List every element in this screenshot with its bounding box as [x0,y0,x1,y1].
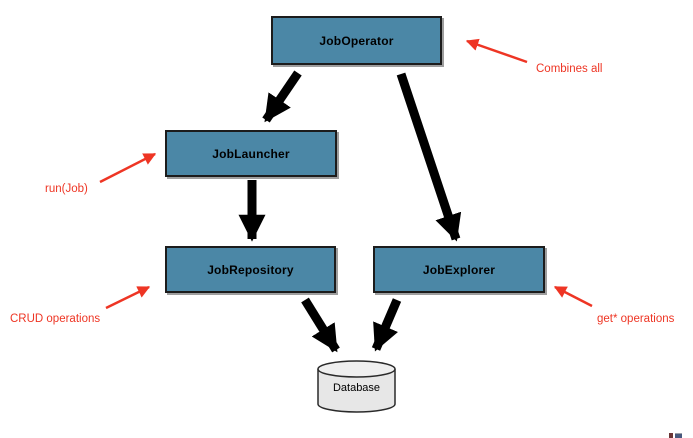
annotation-combines-all-label: Combines all [536,63,603,75]
annotation-run-job-label: run(Job) [45,183,88,195]
edge-jobrepository-database-arrow [301,297,340,353]
clipped-footer-mark-left [669,433,673,438]
node-job-launcher-label: JobLauncher [212,146,290,161]
clipped-footer-mark [669,433,682,438]
node-job-launcher: JobLauncher [165,130,337,177]
node-job-repository: JobRepository [165,246,336,293]
annotation-run-job-arrow [99,152,157,184]
node-job-explorer: JobExplorer [373,246,545,293]
node-job-repository-label: JobRepository [207,262,294,277]
edge-joboperator-joblauncher-arrow [262,70,302,123]
clipped-footer-mark-right [675,433,682,438]
database-cylinder [317,360,396,413]
node-job-operator-label: JobOperator [319,33,394,48]
node-job-explorer-label: JobExplorer [422,262,496,277]
edge-joboperator-jobexplorer-arrow [396,72,462,242]
node-job-operator: JobOperator [271,16,442,65]
annotation-combines-all-arrow [465,38,528,64]
annotation-get-operations-label: get* operations [597,313,675,325]
annotation-get-operations-arrow [553,285,593,308]
annotation-crud-operations-label: CRUD operations [10,313,101,325]
annotation-crud-operations-arrow [105,285,151,310]
edge-jobexplorer-database-arrow [371,298,402,352]
node-database-label: Database [332,382,381,394]
